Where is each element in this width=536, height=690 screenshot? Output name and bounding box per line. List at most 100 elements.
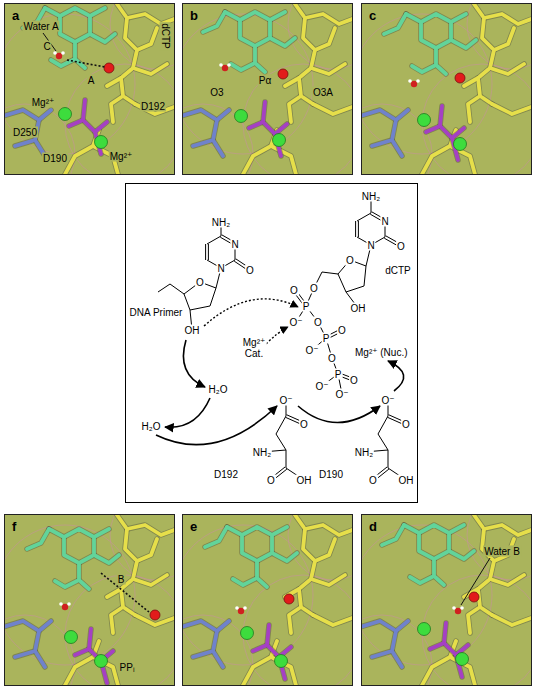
- dctp-sticks-shadow: [133, 575, 167, 585]
- dctp-sticks-shadow: [289, 96, 301, 122]
- scheme-label: N: [380, 216, 389, 227]
- magnesium-sphere: [235, 110, 248, 123]
- structure-label: B: [117, 574, 126, 585]
- dctp-sticks: [285, 78, 299, 86]
- primer-sticks: [231, 63, 255, 70]
- dctp-sticks-shadow: [289, 607, 301, 633]
- residue-sticks-shadow: [362, 621, 408, 631]
- electron-arrow: [183, 340, 205, 387]
- dctp-sticks: [492, 104, 531, 114]
- primer-sticks-shadow: [257, 561, 267, 587]
- dctp-sticks: [464, 78, 478, 86]
- dctp-sticks: [111, 607, 123, 633]
- dctp-sticks: [311, 575, 345, 585]
- dctp-sticks: [313, 615, 352, 625]
- chemical-bond: [322, 272, 338, 274]
- dctp-sticks: [133, 64, 167, 74]
- electron-arrow: [156, 406, 277, 445]
- primer-sticks: [94, 555, 119, 563]
- residue-sticks: [183, 621, 229, 631]
- background-contour: [65, 64, 174, 174]
- structure-panel: fBPPᵢ: [4, 514, 175, 686]
- primer-sticks-shadow: [242, 535, 272, 561]
- structure-label: PPᵢ: [119, 662, 136, 673]
- scheme-label: O: [349, 375, 359, 386]
- mechanism-box: NH₂NNOdCTPNH₂NNOOOOHOPOO⁻ODNA PrimerOHPO…: [125, 183, 418, 503]
- residue-sticks: [213, 651, 223, 667]
- primer-sticks: [419, 533, 449, 559]
- scheme-label: N: [230, 239, 239, 250]
- attack-arrow: [266, 327, 288, 344]
- background-contour: [5, 615, 75, 685]
- residue-sticks: [253, 645, 267, 651]
- residue-sticks: [241, 130, 277, 174]
- dctp-sticks: [125, 529, 157, 561]
- primer-sticks: [203, 12, 225, 32]
- residue-sticks: [452, 128, 464, 138]
- water-hydrogen: [61, 51, 65, 55]
- background-contour: [183, 104, 253, 174]
- residue-sticks: [271, 146, 297, 174]
- chemical-bond: [346, 286, 364, 292]
- residue-sticks: [362, 621, 408, 631]
- chemical-bond: [358, 221, 359, 237]
- primer-sticks-shadow: [231, 63, 255, 70]
- scheme-label: O: [327, 353, 337, 364]
- background-contour: [422, 64, 531, 174]
- attack-arrow: [204, 299, 298, 326]
- residue-sticks-shadow: [249, 122, 263, 128]
- chemical-bond: [184, 294, 190, 310]
- residue-sticks-shadow: [5, 110, 51, 120]
- scheme-label: Mg²⁺ (Nuc.): [354, 347, 409, 358]
- dctp-sticks: [490, 64, 524, 74]
- dctp-sticks: [482, 18, 514, 50]
- leader-line: [43, 33, 56, 51]
- primer-sticks: [410, 576, 434, 583]
- scheme-label: dCTP: [384, 265, 412, 276]
- primer-sticks-shadow: [225, 12, 285, 20]
- dctp-sticks-shadow: [482, 18, 514, 50]
- dctp-sticks-shadow: [111, 607, 123, 633]
- chemical-bond: [276, 416, 286, 434]
- primer-sticks: [233, 578, 257, 585]
- magnesium-sphere: [95, 655, 108, 668]
- primer-sticks: [240, 20, 270, 46]
- magnesium-sphere: [275, 655, 288, 668]
- background-contour: [288, 4, 352, 69]
- dctp-sticks: [107, 78, 121, 86]
- scheme-label: O: [309, 283, 319, 294]
- magnesium-sphere: [65, 631, 78, 644]
- dctp-sticks: [492, 615, 531, 625]
- chemical-bond: [378, 434, 388, 450]
- primer-sticks: [412, 65, 436, 72]
- primer-sticks-shadow: [406, 14, 466, 22]
- magnesium-sphere: [273, 134, 286, 147]
- primer-sticks-shadow: [384, 14, 406, 34]
- dctp-sticks-shadow: [468, 607, 480, 633]
- dctp-sticks: [468, 607, 480, 633]
- structure-panel: dWater B: [361, 514, 532, 686]
- primer-sticks: [242, 535, 272, 561]
- scheme-label: DNA Primer: [129, 307, 184, 318]
- magnesium-sphere: [418, 114, 431, 127]
- primer-sticks: [451, 40, 476, 48]
- residue-sticks-shadow: [426, 126, 440, 132]
- residue-sticks-shadow: [275, 124, 287, 134]
- water-hydrogen: [219, 63, 223, 67]
- water-hydrogen: [227, 63, 231, 67]
- background-contour: [110, 515, 174, 580]
- scheme-label: NH₂: [252, 447, 272, 458]
- residue-sticks: [392, 651, 402, 667]
- background-contour: [467, 4, 531, 69]
- background-contour: [183, 615, 253, 685]
- primer-sticks-shadow: [233, 578, 257, 585]
- dctp-sticks-shadow: [311, 575, 345, 585]
- scheme-label: N: [366, 240, 375, 251]
- residue-sticks-shadow: [95, 122, 107, 132]
- primer-sticks-shadow: [382, 525, 404, 545]
- primer-sticks: [75, 42, 85, 68]
- residue-sticks-shadow: [452, 128, 464, 138]
- primer-sticks: [255, 46, 265, 72]
- primer-sticks-shadow: [449, 551, 474, 559]
- primer-sticks: [272, 553, 297, 561]
